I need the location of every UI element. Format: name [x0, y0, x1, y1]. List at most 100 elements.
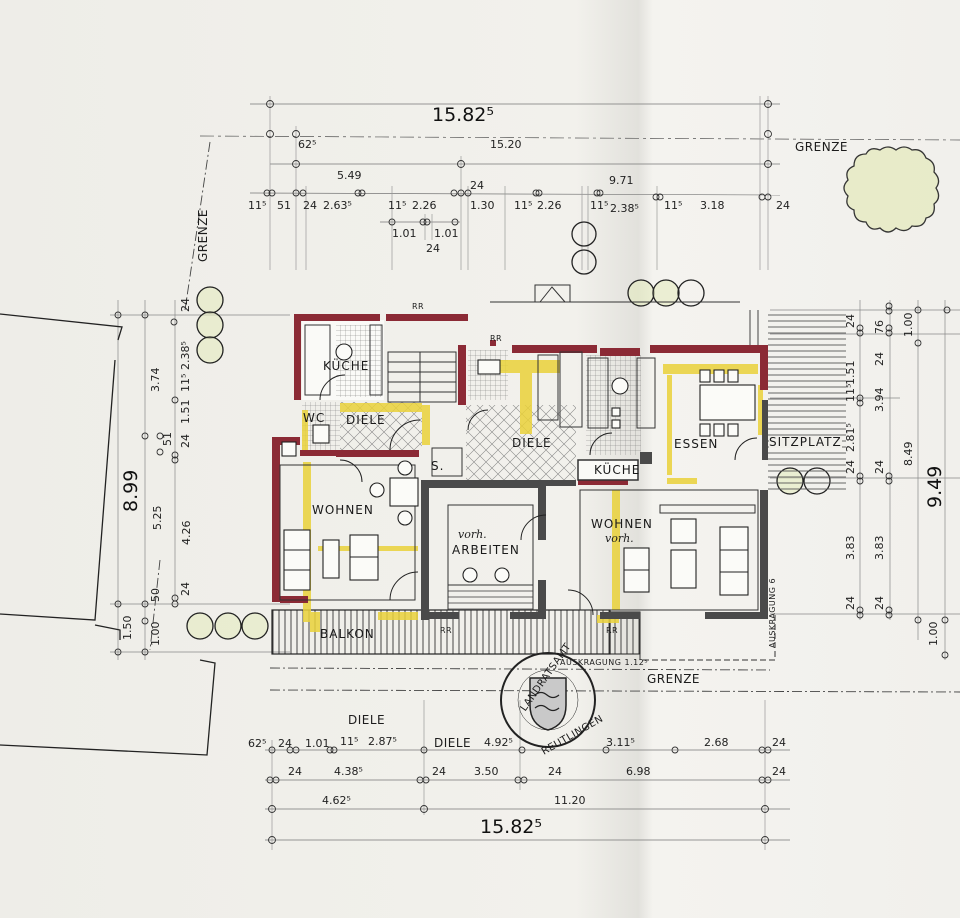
dim-right-col2-0: 76 [873, 320, 886, 334]
neighbour-outline [0, 313, 216, 756]
dim-right-col2-2: 3.94 [873, 387, 886, 413]
dim-top-row5-0: 1.01 [392, 227, 417, 240]
dim-left-row3-1: 2.38⁵ [179, 341, 192, 370]
dim-top-row4-6: 24 [470, 179, 484, 192]
boundary-bottom [269, 667, 960, 693]
dim-top-row5-1: 1.01 [434, 227, 459, 240]
door-swings [319, 374, 758, 616]
dim-left-row2-5: 1.00 [149, 621, 162, 647]
dim-bottom-row1-0: 62⁵ [248, 737, 267, 750]
dim-bottom-row2-6: 24 [772, 765, 786, 778]
dim-left-row3-3: 1.51 [179, 399, 192, 425]
dim-top-row4-14: 24 [776, 199, 790, 212]
dim-top-row4-7: 1.30 [470, 199, 495, 212]
rr-label-top-left: RR [412, 302, 425, 311]
room-label-diele-left: DIELE [346, 413, 386, 427]
room-label-arbeiten: ARBEITEN [452, 543, 520, 557]
dim-bottom-row3-0: 4.62⁵ [322, 794, 351, 807]
dim-top-row4-11: 2.38⁵ [610, 202, 639, 215]
dim-left-row3-0: 24 [179, 298, 192, 312]
dim-bottom-row2-0: 24 [288, 765, 302, 778]
dim-top-row3-0: 5.49 [337, 169, 362, 182]
rr-label-top-center: RR [490, 334, 503, 343]
room-label-wohnen-right: WOHNEN [591, 517, 653, 531]
dim-bottom-row1-3: 11⁵ [340, 735, 359, 748]
walls-new [421, 400, 768, 620]
dim-bottom-row3-1: 11.20 [554, 794, 586, 807]
dim-top-row4-1: 51 [277, 199, 291, 212]
dim-left-row2-4: 1.50 [121, 615, 134, 641]
dim-right-col2-4: 3.83 [873, 535, 886, 561]
dim-right-col1-5: 3.83 [844, 535, 857, 561]
dim-right-col3-1: 8.49 [902, 441, 915, 467]
dim-right-overall: 9.49 [924, 465, 946, 508]
inner-lines [279, 324, 759, 611]
bottom-dimension-lines [265, 700, 790, 850]
dim-bottom-row2-2: 24 [432, 765, 446, 778]
dim-right-col1-1: 1.51 [844, 360, 857, 386]
dim-bottom-row2-3: 3.50 [474, 765, 499, 778]
dim-top-row4-2: 24 [303, 199, 317, 212]
boundary-label-bottom: GRENZE [647, 672, 700, 686]
dim-top-row5-2: 24 [426, 242, 440, 255]
terrace [749, 310, 846, 492]
dim-left-overall: 8.99 [120, 469, 142, 512]
dim-left-row3-6: 24 [179, 582, 192, 596]
dim-bottom-overall: 15.82⁵ [480, 816, 543, 838]
dim-top-overall: 15.82⁵ [432, 104, 495, 126]
right-dimension-ticks [856, 302, 951, 659]
dim-right-col1-4: 24 [844, 460, 857, 474]
room-note-arbeiten: vorh. [458, 528, 487, 541]
dim-top-row4-13: 3.18 [700, 199, 725, 212]
auskragung-right: AUSKRAGUNG 6 [768, 577, 777, 648]
room-label-balkon: BALKON [320, 627, 375, 641]
boundary-left [149, 141, 211, 651]
dim-bottom-row1-5: DIELE [434, 736, 472, 750]
dim-bottom-row1-6: 4.92⁵ [484, 736, 513, 749]
dim-bottom-row2-5: 6.98 [626, 765, 651, 778]
rr-label-balkon: RR [440, 626, 453, 635]
official-stamp [500, 652, 596, 748]
dim-right-col3-0: 1.00 [902, 312, 915, 338]
room-label-storage: S. [431, 459, 445, 473]
dim-left-row2-2: 5.25 [151, 505, 164, 531]
room-label-kueche-left: KÜCHE [323, 359, 370, 373]
dim-left-row2-3: 50 [149, 588, 162, 602]
dim-top-row4-5: 2.26 [412, 199, 437, 212]
dim-left-row2-1: 51 [161, 432, 174, 446]
room-label-wohnen-left: WOHNEN [312, 503, 374, 517]
dim-top-row4-4: 11⁵ [388, 199, 407, 212]
dim-bottom-row1-8: 2.68 [704, 736, 729, 749]
walls-existing [272, 314, 768, 603]
dim-top-row4-3: 2.63⁵ [323, 199, 352, 212]
dim-bottom-row1-9: 24 [772, 736, 786, 749]
dim-left-row3-2: 11⁵ [179, 373, 192, 392]
room-label-diele-center: DIELE [512, 436, 552, 450]
dim-right-col2-1: 24 [873, 352, 886, 366]
room-label-wc: WC [303, 411, 326, 425]
dim-top-row4-0: 11⁵ [248, 199, 267, 212]
dim-top-row4-10: 11⁵ [590, 199, 609, 212]
dim-top-row4-8: 11⁵ [514, 199, 533, 212]
room-label-sitzplatz: SITZPLATZ [769, 435, 842, 449]
dim-right-col2-3: 24 [873, 460, 886, 474]
dim-bottom-row1-1: 24 [278, 737, 292, 750]
dim-left-row2-0: 3.74 [149, 367, 162, 393]
entrance-steps [490, 284, 740, 303]
dim-top-row2-0: 62⁵ [298, 138, 317, 151]
dim-top-row4-9: 2.26 [537, 199, 562, 212]
dim-top-row3-1: 9.71 [609, 174, 634, 187]
dim-right-col1-2: 11⁵ [844, 383, 857, 402]
bottom-dimension-ticks [266, 746, 772, 844]
dim-top-row4-12: 11⁵ [664, 199, 683, 212]
dim-bottom-row1-2: 1.01 [305, 737, 330, 750]
dim-bottom-row2-4: 24 [548, 765, 562, 778]
top-dimension-lines [199, 96, 960, 270]
dim-left-row3-5: 4.26 [180, 520, 193, 546]
dim-right-col1-0: 24 [844, 314, 857, 328]
room-label-kueche-right: KÜCHE [594, 463, 641, 477]
room-note-wohnen-right: vorh. [605, 532, 634, 545]
boundary-label-left: GRENZE [196, 209, 210, 262]
dim-bottom-row1-7: 3.11⁵ [606, 736, 635, 749]
